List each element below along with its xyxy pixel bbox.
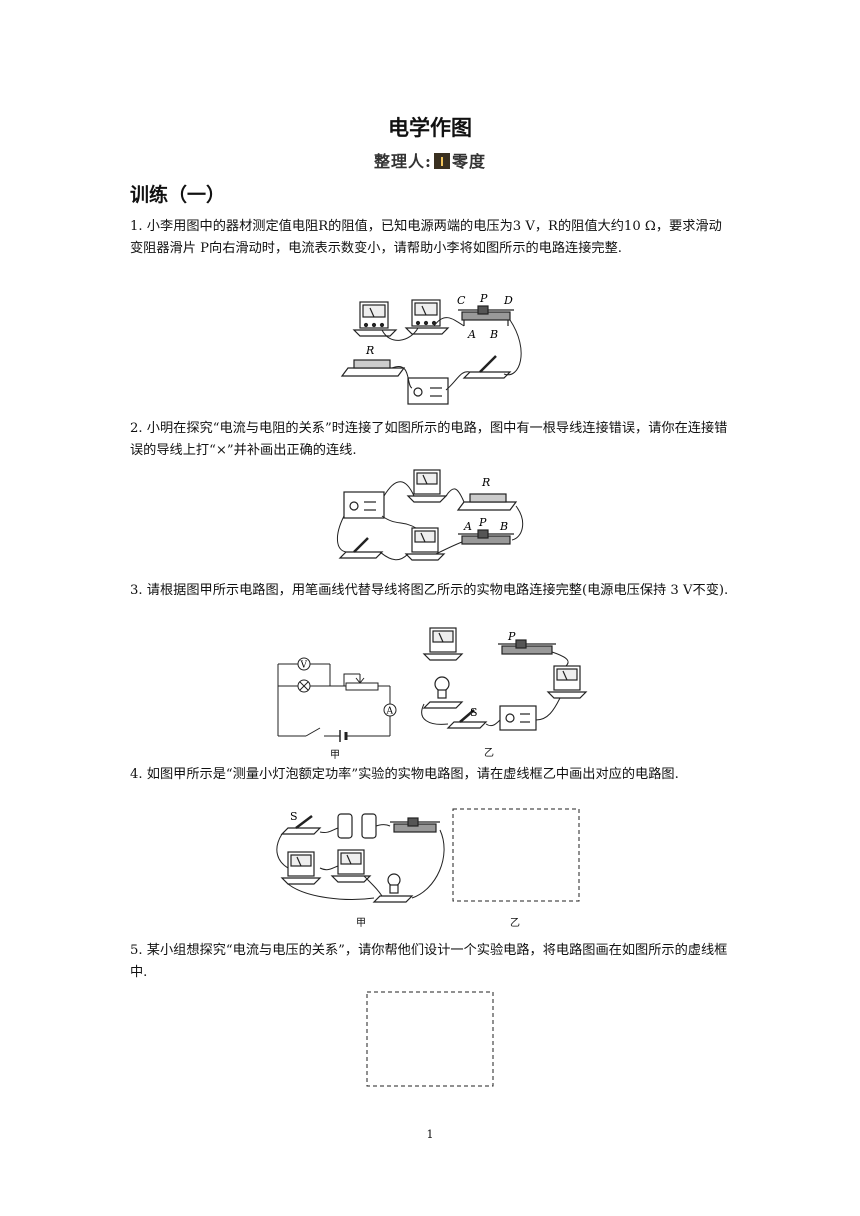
section-heading: 训练（一） — [130, 184, 226, 206]
question-1-text: 1. 小李用图中的器材测定值电阻R的阻值，已知电源两端的电压为3 V，R的阻值大… — [130, 219, 722, 256]
voltmeter-icon — [330, 849, 372, 883]
author-name: 零度 — [451, 152, 486, 171]
label-d: D — [503, 294, 513, 307]
voltmeter-icon — [404, 299, 450, 335]
question-1-figure: C P D A B R — [340, 292, 522, 405]
switch-icon — [462, 355, 512, 379]
rheostat-icon — [498, 639, 556, 655]
label-p: P — [507, 630, 516, 643]
question-2-figure: R A P B — [337, 469, 524, 561]
battery-icon — [337, 813, 377, 839]
caption-jia: 甲 — [356, 918, 366, 929]
power-supply-icon — [407, 377, 449, 405]
voltmeter-symbol-icon — [297, 657, 311, 671]
label-p: P — [478, 516, 487, 529]
caption-jia: 甲 — [330, 750, 340, 761]
power-supply-icon — [499, 705, 537, 731]
question-4-text: 4. 如图甲所示是“测量小灯泡额定功率”实验的实物电路图，请在虚线框乙中画出对应… — [130, 767, 679, 782]
label-s: S — [470, 706, 478, 719]
switch-icon — [446, 709, 488, 729]
resistor-icon — [456, 493, 518, 511]
lamp-icon — [422, 676, 464, 709]
question-2-text: 2. 小明在探究“电流与电阻的关系”时连接了如图所示的电路，图中有一根导线连接错… — [130, 421, 728, 458]
label-a: A — [463, 520, 472, 533]
switch-icon — [338, 537, 384, 559]
switch-icon — [280, 815, 322, 835]
ammeter-icon — [404, 527, 446, 561]
author-prefix: 整理人: — [374, 152, 432, 171]
label-b: B — [489, 328, 498, 341]
lamp-icon — [372, 873, 414, 903]
label-a: A — [467, 328, 476, 341]
label-s: S — [290, 810, 298, 823]
question-3-physical-circuit: P S — [421, 627, 588, 731]
answer-box-yi[interactable] — [452, 808, 580, 902]
page-number: 1 — [426, 1128, 434, 1141]
question-3-circuit-diagram: V A — [277, 657, 397, 742]
question-4-physical-circuit: S — [276, 810, 445, 903]
label-r: R — [365, 344, 374, 357]
ammeter-icon — [546, 665, 588, 699]
author-line: 整理人: 零度 — [0, 148, 860, 172]
label-p: P — [479, 292, 488, 305]
rheostat-icon — [458, 305, 514, 326]
question-3-text: 3. 请根据图甲所示电路图，用笔画线代替导线将图乙所示的实物电路连接完整(电源电… — [130, 583, 729, 598]
power-supply-icon — [343, 491, 385, 519]
caption-yi: 乙 — [510, 918, 520, 929]
ammeter-symbol-label: A — [386, 707, 394, 717]
ammeter-symbol-icon — [383, 703, 397, 717]
voltmeter-icon — [406, 469, 448, 503]
voltmeter-symbol-label: V — [300, 661, 308, 671]
answer-box-q5[interactable] — [366, 991, 494, 1087]
voltmeter-icon — [422, 627, 464, 661]
label-c: C — [457, 294, 466, 307]
ammeter-icon — [280, 851, 322, 885]
page-title: 电学作图 — [388, 116, 472, 140]
rheostat-icon — [458, 529, 514, 545]
ammeter-icon — [352, 301, 398, 337]
resistor-icon — [340, 359, 406, 377]
lamp-symbol-icon — [297, 679, 311, 693]
question-5-text: 5. 某小组想探究“电流与电压的关系”，请你帮他们设计一个实验电路，将电路图画在… — [130, 943, 728, 980]
label-r: R — [481, 476, 490, 489]
label-b: B — [499, 520, 508, 533]
rheostat-icon — [390, 817, 440, 833]
author-avatar-icon — [433, 153, 450, 169]
caption-yi: 乙 — [484, 748, 494, 759]
